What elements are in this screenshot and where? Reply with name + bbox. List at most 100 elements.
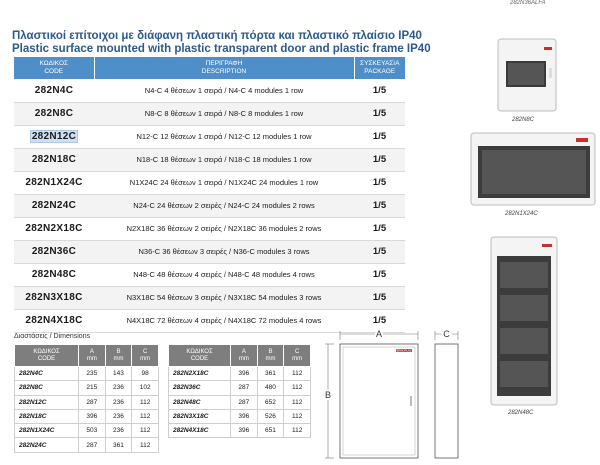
product-description: N18-C 18 θέσεων 1 σειρά / N18-C 18 modul… xyxy=(94,148,354,172)
photo-label-small: 282N8C xyxy=(512,117,535,123)
dim-code: 282N8C xyxy=(14,380,79,396)
dimension-c-label: C xyxy=(443,329,450,339)
brand-logo-mark xyxy=(396,349,412,352)
product-photo-wide xyxy=(470,132,596,206)
enclosure-front xyxy=(339,343,419,459)
product-package: 1/5 xyxy=(354,194,405,218)
dimension-b-label: B xyxy=(325,390,331,400)
dim-c: 112 xyxy=(131,408,159,425)
dim-code: 282N2X18C xyxy=(168,365,231,382)
dim-a: 287 xyxy=(230,394,258,410)
product-package: 1/5 xyxy=(354,148,405,172)
product-code: 282N3X18C xyxy=(14,286,94,310)
product-code: 282N8C xyxy=(14,102,94,126)
product-description: N1X24C 24 θέσεων 1 σειρά / N1X24C 24 mod… xyxy=(94,171,354,195)
dim-c: 112 xyxy=(131,394,159,410)
product-code[interactable]: 282N12C xyxy=(14,125,94,149)
dimension-drawing: A B TERMOPLAST C xyxy=(323,327,459,459)
dim-b: 526 xyxy=(256,408,285,425)
dim-b: 652 xyxy=(256,394,285,410)
drawing-brand-text: TERMOPLAST xyxy=(395,349,413,353)
product-description: N24-C 24 θέσεων 2 σειρές / N24-C 24 modu… xyxy=(94,194,354,218)
product-description: N4X18C 72 θέσεων 4 σειρές / N4X18C 72 mo… xyxy=(94,309,354,333)
dim-b: 480 xyxy=(256,380,285,396)
dim-a: 287 xyxy=(78,437,106,453)
dim-a: 396 xyxy=(230,423,258,439)
product-description: N2X18C 36 θέσεων 2 σειρές / N2X18C 36 mo… xyxy=(94,217,354,241)
product-package: 1/5 xyxy=(354,171,405,195)
dim-b: 361 xyxy=(256,365,285,382)
door-latch xyxy=(410,396,412,406)
photo-label-tall: 282N48C xyxy=(508,410,534,416)
product-code: 282N4C xyxy=(14,79,94,103)
product-photo-tall xyxy=(490,236,558,406)
dim-a: 396 xyxy=(78,408,106,425)
title-english: Plastic surface mounted with plastic tra… xyxy=(12,43,431,55)
product-package: 1/5 xyxy=(354,309,405,333)
dim-a: 215 xyxy=(78,380,106,396)
product-package: 1/5 xyxy=(354,102,405,126)
product-description: N8-C 8 θέσεων 1 σειρά / N8-C 8 modules 1… xyxy=(94,102,354,126)
selected-code-text[interactable]: 282N12C xyxy=(29,130,79,143)
product-code: 282N18C xyxy=(14,148,94,172)
dim-code: 282N4C xyxy=(14,365,79,382)
dim-a: 396 xyxy=(230,408,258,425)
dim-c: 112 xyxy=(131,423,159,439)
dim-a: 287 xyxy=(78,394,106,410)
dim-b: 361 xyxy=(104,437,133,453)
dim-c: 112 xyxy=(283,394,311,410)
product-code: 282N2X18C xyxy=(14,217,94,241)
dim-c: 112 xyxy=(283,380,311,396)
dim-a: 235 xyxy=(78,365,106,382)
product-description: N48-C 48 θέσεων 4 σειρές / N48-C 48 modu… xyxy=(94,263,354,287)
enclosure-side xyxy=(434,343,459,459)
product-code: 282N24C xyxy=(14,194,94,218)
product-package: 1/5 xyxy=(354,217,405,241)
product-code: 282N4X18C xyxy=(14,309,94,333)
product-description: N4-C 4 θέσεων 1 σειρά / N4-C 4 modules 1… xyxy=(94,79,354,103)
title-greek: Πλαστικοί επίτοιχοι με διάφανη πλαστική … xyxy=(12,30,422,42)
dim-b: 143 xyxy=(104,365,133,382)
dimension-a-label: A xyxy=(376,329,382,339)
dim-c: 112 xyxy=(283,423,311,439)
dim-a: 503 xyxy=(78,423,106,439)
product-package: 1/5 xyxy=(354,240,405,264)
dim-b: 236 xyxy=(104,380,133,396)
product-photo-small xyxy=(497,38,557,112)
product-package: 1/5 xyxy=(354,125,405,149)
dim-code: 282N24C xyxy=(14,437,79,453)
dim-code: 282N48C xyxy=(168,394,231,410)
product-package: 1/5 xyxy=(354,263,405,287)
dim-b: 236 xyxy=(104,423,133,439)
product-code: 282N36C xyxy=(14,240,94,264)
